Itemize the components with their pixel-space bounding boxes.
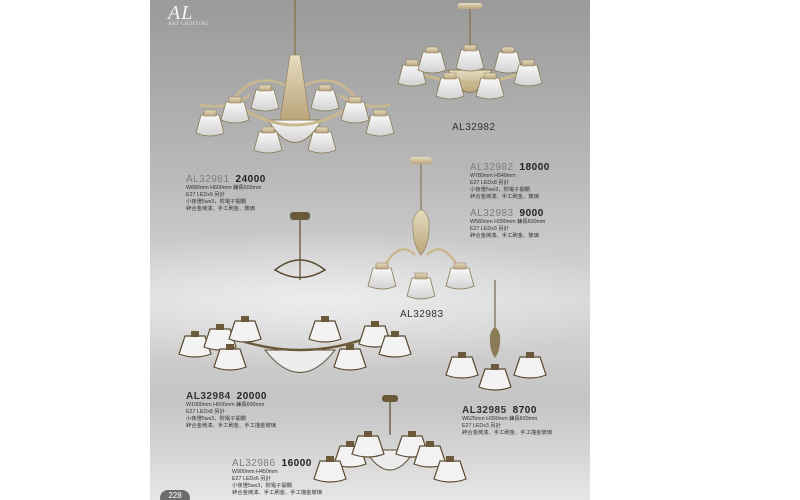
spec-line: 小夜燈5wx3，附電子開關: [186, 416, 247, 422]
product-code: AL32986: [232, 458, 276, 469]
spec-line: E27 LEDx6 另計: [232, 476, 271, 482]
product-code: AL32985: [462, 405, 507, 416]
chandelier-al32984: [178, 212, 412, 373]
caption-al32983: AL32983: [400, 309, 444, 320]
spec-line: E27 LEDx8 另計: [186, 409, 225, 415]
chandelier-al32982: [397, 3, 543, 100]
brand-logo: AL ART LIGHTING: [168, 2, 209, 27]
chandelier-al32985: [445, 280, 547, 391]
spec-line: W880mm H600mm 鍊長600mm: [186, 185, 262, 191]
product-price: 20000: [236, 391, 267, 402]
spec-line: 鋅合金烤漆、手工刷金、玻璃: [186, 206, 255, 212]
spec-line: W900mm H450mm: [232, 469, 278, 475]
product-price: 16000: [281, 458, 312, 469]
chandelier-al32986: [313, 395, 467, 483]
product-price: 8700: [512, 405, 537, 416]
spec-line: 鋅合金烤漆、手工刷金、玻璃: [470, 233, 539, 239]
product-price: 9000: [519, 208, 544, 219]
spec-line: E27 LEDx3 另計: [470, 226, 509, 232]
product-price: 24000: [235, 174, 266, 185]
product-al32981: AL32981 24000 W880mm H600mm 鍊長600mm E27 L…: [186, 174, 266, 213]
spec-line: 鋅合金烤漆、手工刷金、手工描金玻璃: [462, 430, 553, 436]
page-number: 228: [160, 490, 190, 500]
spec-line: W1000mm H600mm 鍊長600mm: [186, 402, 265, 408]
spec-line: 小夜燈5wx3，附電子開關: [232, 483, 293, 489]
spec-line: W625mm H390mm 鍊長600mm: [462, 416, 538, 422]
product-al32985: AL32985 8700 W625mm H390mm 鍊長600mm E27 LE…: [462, 405, 552, 437]
spec-line: E27 LEDx3 另計: [462, 423, 501, 429]
spec-line: 鋅合金烤漆、手工刷金、手工描金玻璃: [186, 423, 277, 429]
spec-line: W780mm H540mm: [470, 173, 516, 179]
product-code: AL32982: [470, 162, 514, 173]
product-code: AL32983: [470, 208, 514, 219]
spec-line: E27 LEDx9 另計: [186, 192, 225, 198]
product-al32984: AL32984 20000 W1000mm H600mm 鍊長600mm E27 …: [186, 391, 276, 430]
chandelier-al32983: [367, 157, 475, 300]
catalog-page: AL ART LIGHTING: [150, 0, 590, 500]
spec-line: W580mm H390mm 鍊長600mm: [470, 219, 546, 225]
chandelier-photos: [178, 0, 547, 483]
caption-al32982: AL32982: [452, 122, 496, 133]
product-al32983: AL32983 9000 W580mm H390mm 鍊長600mm E27 LE…: [470, 208, 545, 240]
spec-line: E27 LEDx8 另計: [470, 180, 509, 186]
product-code: AL32984: [186, 391, 231, 402]
spec-line: 鋅合金烤漆、手工刷金、手工描金玻璃: [232, 490, 323, 496]
spec-line: 小夜燈5wx3，附電子開關: [470, 187, 531, 193]
product-price: 18000: [519, 162, 550, 173]
chandelier-al32981: [195, 0, 395, 154]
spec-line: 小夜燈5wx3，附電子開關: [186, 199, 247, 205]
spec-line: 鋅合金烤漆、手工刷金、玻璃: [470, 194, 539, 200]
product-code: AL32981: [186, 174, 230, 185]
